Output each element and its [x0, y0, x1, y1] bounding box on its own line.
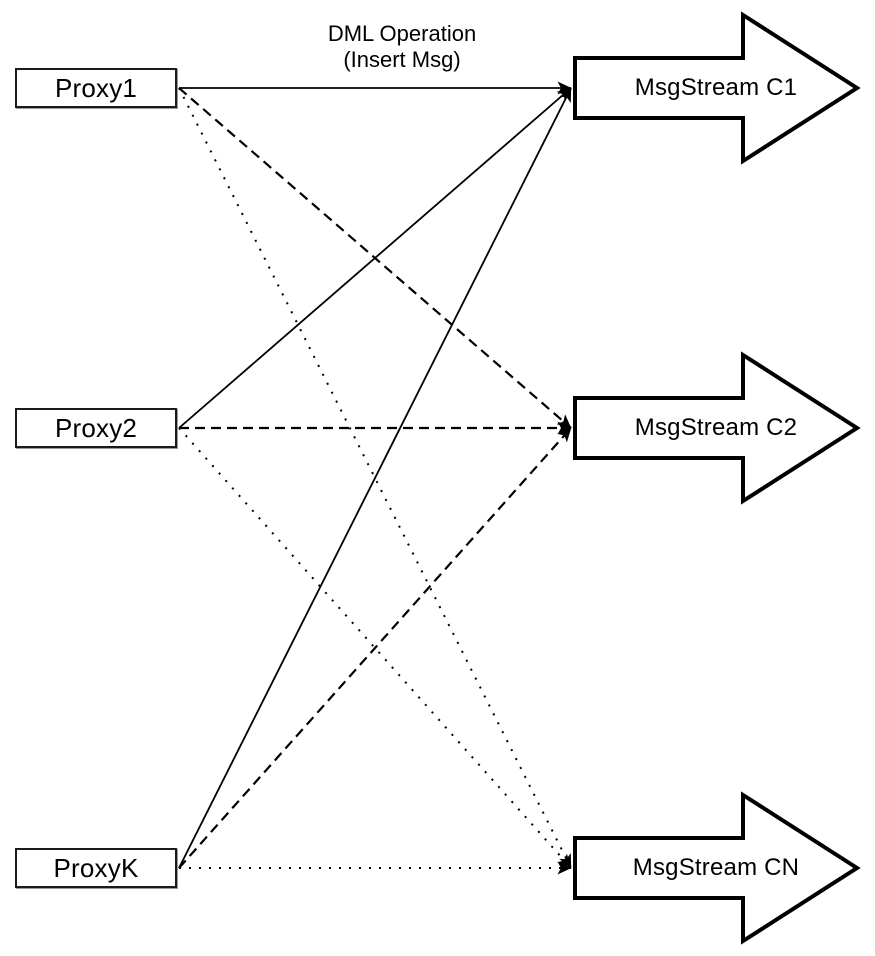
msgstream-c1-arrow-shape — [573, 11, 861, 165]
edge-proxyK-c2 — [178, 427, 572, 869]
edge-proxy2-c1 — [178, 87, 572, 429]
edge-label-line2: (Insert Msg) — [343, 47, 461, 72]
node-msgstream-c2-label: MsgStream C2 — [634, 414, 798, 441]
node-msgstream-c2: MsgStream C2 — [575, 411, 857, 445]
node-proxy1: Proxy1 — [15, 68, 177, 108]
msgstream-c2-arrow-shape — [573, 351, 861, 505]
node-proxy1-label: Proxy1 — [54, 72, 138, 103]
edge-proxy2-cn — [178, 427, 572, 869]
node-msgstream-cn-label: MsgStream CN — [632, 854, 800, 881]
node-proxy2: Proxy2 — [15, 408, 177, 448]
msgstream-cn-arrow-shape — [573, 791, 861, 945]
node-proxy2-label: Proxy2 — [54, 412, 138, 443]
edge-label-dml-operation: DML Operation (Insert Msg) — [282, 21, 522, 73]
node-msgstream-cn: MsgStream CN — [575, 851, 857, 885]
node-msgstream-c1-label: MsgStream C1 — [634, 74, 798, 101]
node-proxyk: ProxyK — [15, 848, 177, 888]
node-msgstream-c1: MsgStream C1 — [575, 71, 857, 105]
edge-label-line1: DML Operation — [327, 21, 477, 46]
node-proxyk-label: ProxyK — [53, 852, 139, 883]
edge-proxyK-c1 — [178, 87, 572, 869]
